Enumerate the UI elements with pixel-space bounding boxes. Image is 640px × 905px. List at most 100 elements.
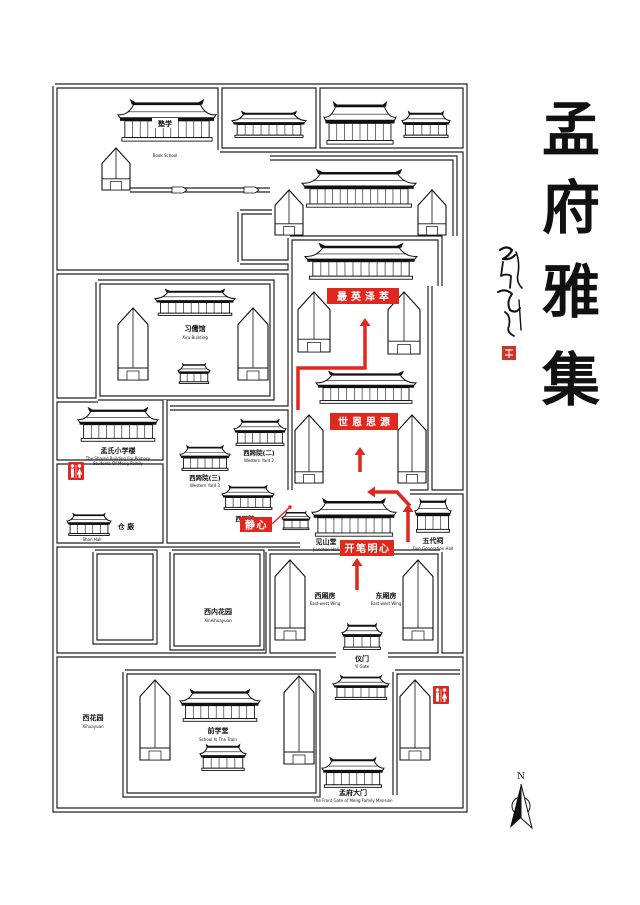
roof: [300, 173, 418, 187]
building-body: [325, 772, 381, 786]
building-base: [326, 140, 394, 145]
route-arrowhead-icon: [367, 486, 375, 498]
roof-ridge: [285, 510, 307, 513]
gatehouse-building: [101, 147, 131, 191]
woman-figure: [77, 464, 82, 468]
woman-figure: [442, 688, 447, 692]
woman-figure: [441, 692, 448, 699]
roof: [77, 410, 159, 423]
roof: [66, 515, 112, 524]
route-label-4-box: [340, 540, 394, 556]
eave: [156, 300, 234, 303]
book-school-label-en: Book School: [153, 153, 178, 158]
building-base: [178, 381, 210, 385]
route-step-3: [367, 486, 412, 508]
five-generation-hall-building: [414, 497, 452, 533]
granary-label: 仓 廒: [117, 522, 135, 531]
book-school-building: [117, 98, 217, 142]
man-figure: [436, 692, 439, 702]
hall-door: [283, 630, 297, 641]
front-school-label: 前学堂: [208, 726, 229, 735]
granary-label-en: Shan Hall: [82, 537, 101, 542]
roof-ridge: [240, 110, 298, 115]
west-garden-label-en: Xihuayuan: [82, 724, 104, 729]
wall-inner: [53, 84, 467, 812]
route-line: [271, 507, 290, 525]
man-figure: [70, 464, 75, 468]
route-step-5: [296, 318, 371, 410]
road-arrow-icon: [243, 186, 260, 194]
seal-icon: [502, 346, 516, 360]
yi-gate-building: [341, 622, 383, 650]
building-body: [317, 517, 391, 534]
title-char-4: 集: [541, 346, 600, 414]
roof: [414, 501, 452, 514]
signature-stroke: [515, 251, 523, 289]
building-base: [319, 400, 413, 404]
wall-inner: [170, 550, 264, 650]
road-arrow-icon: [171, 186, 188, 194]
route-label-2-text: 世恩思源: [338, 416, 394, 429]
eave: [342, 634, 382, 637]
inner-west-garden-label-en: Xineihuayuan: [204, 618, 232, 623]
building-base: [334, 696, 388, 700]
roof-ridge: [346, 622, 378, 627]
roof: [321, 760, 385, 771]
roof-ridge: [186, 444, 224, 449]
primary-school-label-en-1: The Shared Building For Primary: [85, 456, 151, 461]
eave: [181, 456, 229, 459]
primary-school-building: [77, 406, 159, 442]
building-body: [202, 757, 244, 769]
route-label-2: 世恩思源: [330, 413, 398, 430]
roof-ridge: [315, 168, 403, 174]
west-hall: [294, 414, 324, 484]
front-school-label-en: School In The Train: [199, 737, 237, 742]
wall-inner: [270, 156, 457, 236]
roof-ridge: [332, 100, 388, 107]
eave: [304, 186, 414, 189]
roof-ridge: [189, 688, 251, 694]
western-yard-3-label-en: Western Yard 3: [190, 483, 220, 488]
eave: [79, 422, 157, 425]
western-yard-building: [221, 484, 275, 510]
building-body: [322, 387, 410, 402]
eave: [415, 513, 451, 516]
xiru-east-hall: [237, 307, 269, 381]
granary-building: [66, 512, 112, 536]
roof: [117, 104, 217, 119]
route-step-4: [354, 447, 366, 472]
signature-stroke: [518, 299, 522, 331]
eave: [200, 755, 246, 758]
eave: [402, 122, 450, 125]
roof: [341, 625, 383, 636]
woman-figure: [76, 468, 83, 475]
xiru-building-label: 习儒馆: [185, 324, 206, 333]
xiru-building-label-en: Xiru Building: [182, 335, 208, 340]
roof-ridge: [328, 370, 404, 376]
roof-ridge: [72, 512, 106, 516]
route-line: [296, 326, 367, 410]
roof: [179, 447, 231, 457]
hall-door: [110, 181, 122, 191]
building-body: [185, 705, 255, 720]
top-row-building: [231, 110, 307, 138]
title-char-3: 雅: [542, 258, 600, 326]
roof-ridge: [318, 242, 404, 248]
eave: [334, 685, 388, 688]
building-body: [69, 524, 109, 535]
roof: [401, 113, 451, 124]
building-base: [309, 275, 413, 280]
east-wing-label-en: East-west Wing: [371, 601, 402, 606]
western-yard-2-building: [233, 418, 287, 446]
west-wing-label: 西厢房: [315, 591, 336, 600]
restroom-icon: [68, 462, 84, 480]
building-body: [83, 424, 153, 439]
roof: [177, 364, 211, 373]
route-label-1-text: 最英泽萃: [337, 290, 393, 303]
route-arrowhead-icon: [402, 504, 414, 512]
calligraphy-title: 孟 府 雅 集: [541, 96, 600, 414]
north-label: N: [517, 772, 525, 782]
hall-door: [411, 630, 425, 641]
five-generation-hall-label: 五代祠: [423, 536, 444, 545]
